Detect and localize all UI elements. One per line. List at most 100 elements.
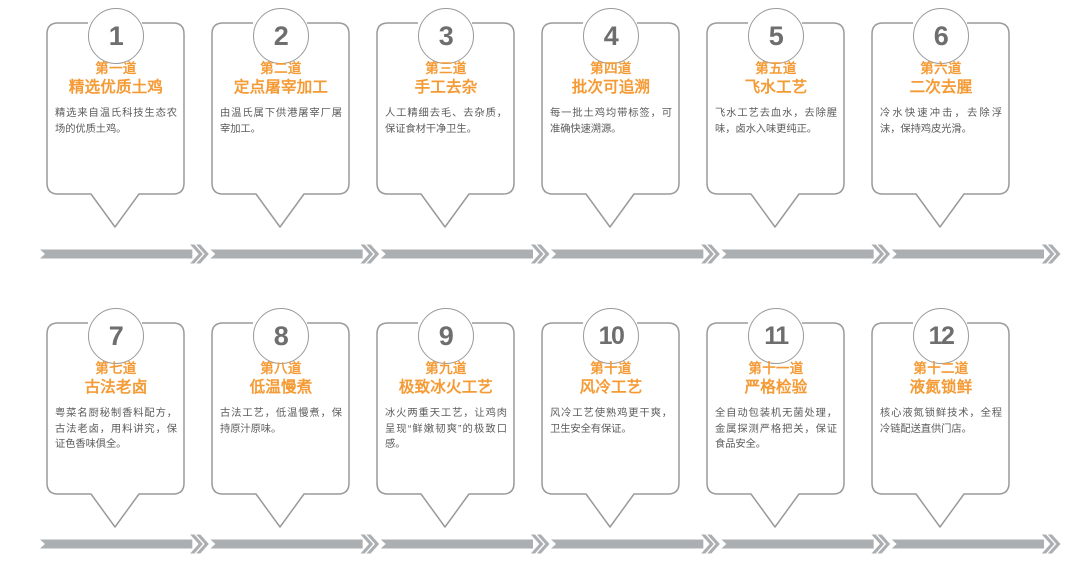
step-title-primary: 第一道 (95, 61, 137, 76)
step-number-text: 10 (598, 321, 625, 350)
step-number-text: 11 (764, 321, 789, 350)
flow-arrow-chevron (1041, 244, 1055, 264)
step-description: 由温氏属下供港屠宰厂屠宰加工。 (220, 108, 342, 135)
step-title-secondary: 液氮锁鲜 (909, 379, 973, 396)
card-text-body: 第十道风冷工艺风冷工艺使熟鸡更干爽，卫生安全有保证。 (541, 360, 681, 437)
step-title-secondary: 二次去腥 (909, 79, 973, 96)
step-number-text: 4 (603, 20, 619, 51)
step-number-text: 8 (273, 320, 289, 351)
card-outline (871, 22, 1010, 228)
card-outline (376, 322, 515, 528)
card-text-body: 第十二道液氮锁鲜核心液氮锁鲜技术，全程冷链配送直供门店。 (871, 360, 1011, 437)
card-outline (46, 322, 185, 528)
flow-arrow-chevron (536, 534, 550, 554)
flow-arrow-segment (210, 249, 363, 259)
step-title-secondary: 手工去杂 (414, 79, 478, 96)
card-outline (706, 22, 845, 228)
process-step-card[interactable]: 5 第五道飞水工艺飞水工艺去血水，去除腥味，卤水入味更纯正。 (706, 8, 846, 237)
flow-arrow-chevron (701, 244, 714, 264)
step-title-primary: 第十道 (590, 361, 632, 376)
step-number-badge: 10 (583, 308, 639, 364)
step-description: 冰火两重天工艺，让鸡肉呈现“鲜嫩韧爽”的极致口感。 (385, 408, 507, 450)
step-title-secondary: 极致冰火工艺 (398, 379, 494, 396)
step-description: 冷水快速冲击，去除浮沫，保持鸡皮光滑。 (880, 108, 1002, 135)
flow-arrow-chevron (871, 534, 885, 554)
card-outline (706, 322, 845, 528)
card-outline (211, 322, 350, 528)
flow-arrow-chevron (190, 244, 203, 264)
step-description: 全自动包装机无菌处理，金属探测严格把关，保证食品安全。 (715, 408, 837, 450)
flow-arrow-chevron (1041, 534, 1055, 554)
process-step-card[interactable]: 4 第四道批次可追溯每一批土鸡均带标签，可准确快速溯源。 (541, 8, 681, 237)
flow-arrow-chevron (707, 534, 720, 554)
flow-arrow-chevron (366, 534, 380, 554)
flow-arrow-chevron (196, 244, 209, 264)
step-number-text: 12 (928, 321, 955, 350)
step-number-badge: 8 (253, 308, 309, 364)
card-text-body: 第十一道严格检验全自动包装机无菌处理，金属探测严格把关，保证食品安全。 (706, 360, 846, 453)
flow-arrow-chevron (1047, 534, 1061, 554)
flow-arrow-segment (721, 249, 874, 259)
step-title-primary: 第十二道 (913, 361, 969, 376)
flow-arrow-chevron (877, 244, 891, 264)
card-text-body: 第三道手工去杂人工精细去毛、去杂质，保证食材干净卫生。 (376, 60, 516, 137)
flow-arrow-chevron (530, 534, 544, 554)
step-description: 风冷工艺使熟鸡更干爽，卫生安全有保证。 (550, 408, 672, 435)
flow-arrow-segment (380, 539, 533, 549)
step-number-badge: 6 (913, 8, 969, 64)
flow-arrow-segment (380, 249, 533, 259)
flow-arrow-chevron (360, 534, 374, 554)
card-text-body: 第四道批次可追溯每一批土鸡均带标签，可准确快速溯源。 (541, 60, 681, 137)
step-number-badge: 7 (88, 308, 144, 364)
process-step-card[interactable]: 11 第十一道严格检验全自动包装机无菌处理，金属探测严格把关，保证食品安全。 (706, 308, 846, 537)
card-outline (211, 22, 350, 228)
step-title-primary: 第二道 (260, 61, 302, 76)
flow-arrow-segment (40, 249, 193, 259)
step-number-badge: 9 (418, 308, 474, 364)
card-text-body: 第五道飞水工艺飞水工艺去血水，去除腥味，卤水入味更纯正。 (706, 60, 846, 137)
step-number-text: 9 (438, 320, 454, 351)
flow-arrow-chevron (707, 244, 720, 264)
step-title-secondary: 低温慢煮 (249, 379, 313, 396)
step-title-secondary: 定点屠宰加工 (233, 79, 329, 96)
step-title-primary: 第八道 (260, 361, 302, 376)
step-description: 飞水工艺去血水，去除腥味，卤水入味更纯正。 (715, 108, 837, 135)
card-text-body: 第一道精选优质土鸡精选来自温氏科技生态农场的优质土鸡。 (46, 60, 186, 137)
card-text-body: 第九道极致冰火工艺冰火两重天工艺，让鸡肉呈现“鲜嫩韧爽”的极致口感。 (376, 360, 516, 453)
step-number-badge: 3 (418, 8, 474, 64)
step-description: 每一批土鸡均带标签，可准确快速溯源。 (550, 108, 672, 135)
step-number-text: 5 (768, 20, 784, 51)
step-number-text: 6 (933, 20, 949, 51)
step-title-secondary: 古法老卤 (84, 379, 148, 396)
step-title-primary: 第十一道 (748, 361, 804, 376)
flow-arrow-segment (891, 249, 1044, 259)
step-title-primary: 第七道 (95, 361, 137, 376)
step-number-badge: 1 (88, 8, 144, 64)
step-number-text: 2 (273, 20, 289, 51)
flow-arrow-segment (551, 249, 704, 259)
step-title-primary: 第五道 (755, 61, 797, 76)
process-step-card[interactable]: 10 第十道风冷工艺风冷工艺使熟鸡更干爽，卫生安全有保证。 (541, 308, 681, 537)
step-title-secondary: 风冷工艺 (579, 379, 643, 396)
step-number-badge: 5 (748, 8, 804, 64)
flow-arrow-chevron (1047, 244, 1061, 264)
flow-arrow-chevron (871, 244, 885, 264)
step-description: 精选来自温氏科技生态农场的优质土鸡。 (55, 108, 177, 135)
flow-arrow-chevron (536, 244, 550, 264)
process-step-card[interactable]: 2 第二道定点屠宰加工由温氏属下供港屠宰厂屠宰加工。 (211, 8, 351, 237)
flow-arrow-chevron (190, 534, 203, 554)
card-outline (541, 322, 680, 528)
step-title-secondary: 严格检验 (744, 379, 808, 396)
flow-arrow-segment (551, 539, 704, 549)
flow-arrow-graphic (40, 244, 1061, 264)
process-step-card[interactable]: 9 第九道极致冰火工艺冰火两重天工艺，让鸡肉呈现“鲜嫩韧爽”的极致口感。 (376, 308, 516, 537)
step-title-primary: 第九道 (425, 361, 467, 376)
step-number-badge: 2 (253, 8, 309, 64)
